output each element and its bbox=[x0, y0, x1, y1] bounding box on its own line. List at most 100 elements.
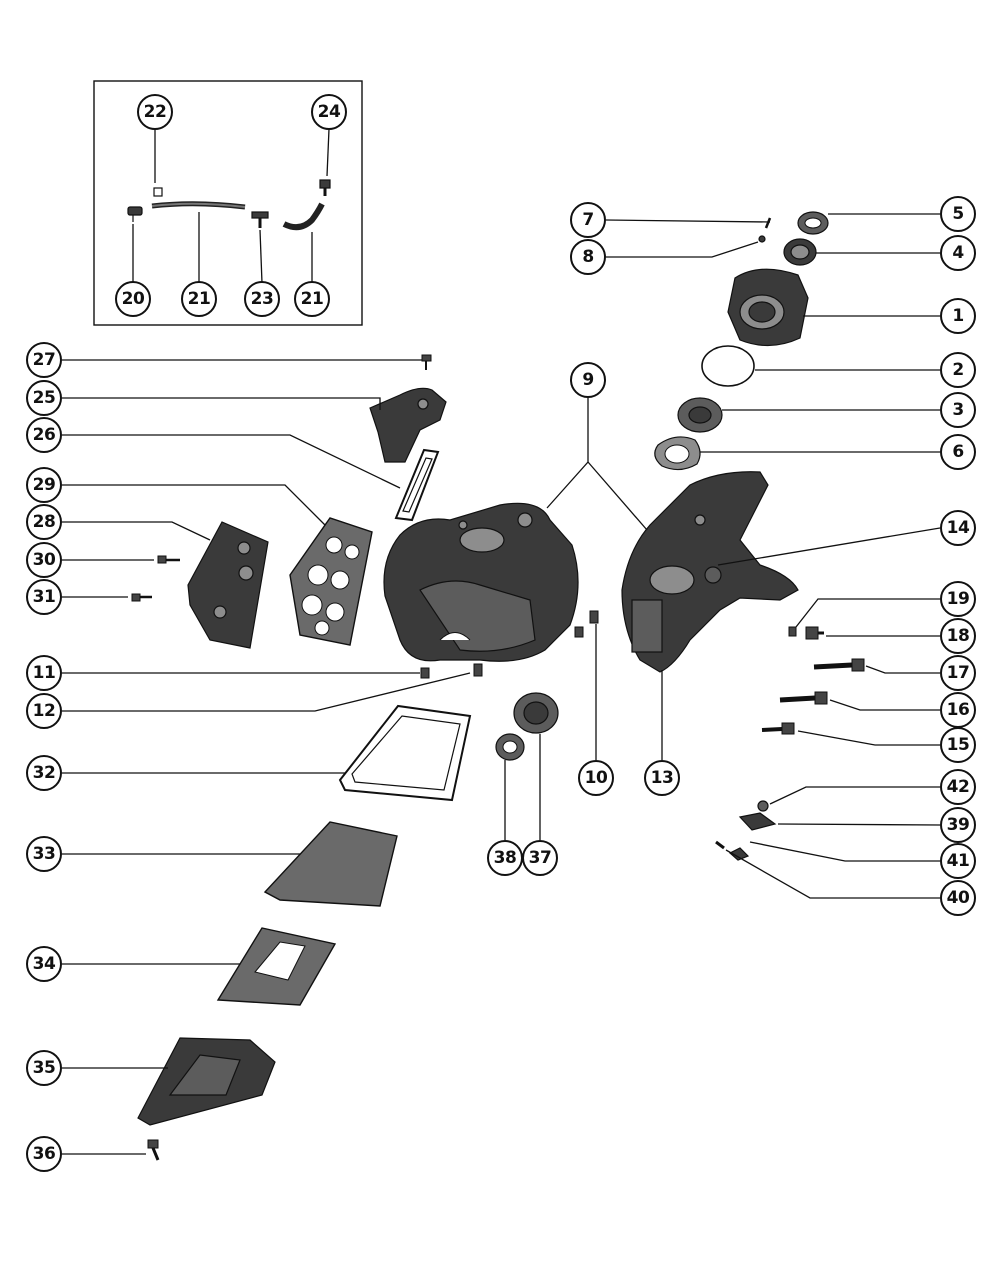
part-bolt-36 bbox=[147, 1139, 160, 1161]
callout-30-label: 30 bbox=[33, 550, 56, 570]
part-washer-19 bbox=[788, 626, 797, 637]
callout-7-label: 7 bbox=[582, 210, 593, 230]
callout-37: 37 bbox=[522, 840, 558, 876]
callout-28: 28 bbox=[26, 504, 62, 540]
callout-6: 6 bbox=[940, 434, 976, 470]
callout-19-label: 19 bbox=[947, 589, 970, 609]
callout-18-label: 18 bbox=[947, 626, 970, 646]
callout-5-label: 5 bbox=[952, 204, 963, 224]
callout-26: 26 bbox=[26, 417, 62, 453]
callout-13: 13 bbox=[644, 760, 680, 796]
callout-42: 42 bbox=[940, 769, 976, 805]
callout-26-label: 26 bbox=[33, 425, 56, 445]
part-bearing-4 bbox=[783, 238, 817, 266]
callout-35-label: 35 bbox=[33, 1058, 56, 1078]
callout-16-label: 16 bbox=[947, 700, 970, 720]
part-hose-clamp-22 bbox=[153, 187, 163, 197]
callout-34-label: 34 bbox=[33, 954, 56, 974]
part-bolt-16 bbox=[779, 691, 828, 705]
callout-14: 14 bbox=[940, 510, 976, 546]
part-tee-fitting-23 bbox=[251, 211, 269, 228]
callout-10: 10 bbox=[578, 760, 614, 796]
part-ball-bearing-3 bbox=[677, 397, 723, 433]
callout-12: 12 bbox=[26, 693, 62, 729]
part-screw-27 bbox=[421, 354, 432, 370]
part-screw-18 bbox=[805, 626, 824, 640]
part-plate-41 bbox=[728, 847, 750, 861]
part-fuel-hose-short bbox=[282, 202, 325, 231]
callout-23: 23 bbox=[244, 281, 280, 317]
part-o-ring-2 bbox=[701, 345, 755, 387]
callout-12-label: 12 bbox=[33, 701, 56, 721]
callout-21-right: 21 bbox=[294, 281, 330, 317]
callout-15: 15 bbox=[940, 727, 976, 763]
callout-14-label: 14 bbox=[947, 518, 970, 538]
callout-40: 40 bbox=[940, 880, 976, 916]
part-gasket-34 bbox=[216, 927, 337, 1006]
callout-31-label: 31 bbox=[33, 587, 56, 607]
callout-24-label: 24 bbox=[318, 102, 341, 122]
callout-6-label: 6 bbox=[952, 442, 963, 462]
part-hose-fitting-20 bbox=[127, 206, 143, 222]
part-pin-10 bbox=[574, 610, 599, 638]
callout-3: 3 bbox=[940, 392, 976, 428]
inset-frame bbox=[93, 80, 363, 326]
callout-27: 27 bbox=[26, 342, 62, 378]
callout-10-label: 10 bbox=[585, 768, 608, 788]
callout-37-label: 37 bbox=[529, 848, 552, 868]
callout-27-label: 27 bbox=[33, 350, 56, 370]
callout-25-label: 25 bbox=[33, 388, 56, 408]
callout-41: 41 bbox=[940, 843, 976, 879]
callout-9: 9 bbox=[570, 362, 606, 398]
callout-20: 20 bbox=[115, 281, 151, 317]
callout-21-left: 21 bbox=[181, 281, 217, 317]
callout-20-label: 20 bbox=[122, 289, 145, 309]
part-crankcase-cover-half bbox=[621, 471, 799, 673]
callout-8-label: 8 bbox=[582, 247, 593, 267]
part-bolt-17 bbox=[813, 658, 865, 672]
part-dowel-12 bbox=[473, 663, 483, 677]
part-cover-plate-28 bbox=[187, 521, 269, 649]
callout-32-label: 32 bbox=[33, 763, 56, 783]
callout-11: 11 bbox=[26, 655, 62, 691]
callout-17-label: 17 bbox=[947, 663, 970, 683]
callout-3-label: 3 bbox=[952, 400, 963, 420]
callout-24: 24 bbox=[311, 94, 347, 130]
callout-32: 32 bbox=[26, 755, 62, 791]
callout-22-label: 22 bbox=[144, 102, 167, 122]
callout-1: 1 bbox=[940, 298, 976, 334]
part-bracket-39 bbox=[738, 812, 777, 831]
callout-16: 16 bbox=[940, 692, 976, 728]
part-bracket-25 bbox=[369, 387, 447, 463]
callout-34: 34 bbox=[26, 946, 62, 982]
callout-9-label: 9 bbox=[582, 370, 593, 390]
part-washer-8 bbox=[758, 235, 766, 243]
callout-39: 39 bbox=[940, 807, 976, 843]
part-seal-5 bbox=[797, 211, 829, 235]
part-elbow-fitting-24 bbox=[319, 179, 331, 196]
callout-30: 30 bbox=[26, 542, 62, 578]
part-gasket-29 bbox=[289, 517, 373, 646]
callout-36: 36 bbox=[26, 1136, 62, 1172]
callout-38: 38 bbox=[487, 840, 523, 876]
callout-5: 5 bbox=[940, 196, 976, 232]
callout-15-label: 15 bbox=[947, 735, 970, 755]
callout-18: 18 bbox=[940, 618, 976, 654]
part-gasket-26 bbox=[394, 448, 440, 522]
callout-40-label: 40 bbox=[947, 888, 970, 908]
part-seal-37 bbox=[513, 692, 559, 734]
part-crankcase-cylinder-half bbox=[383, 502, 579, 662]
part-screw-40 bbox=[715, 840, 725, 850]
part-nut-42 bbox=[757, 800, 769, 812]
part-screw-30 bbox=[157, 555, 180, 564]
callout-22: 22 bbox=[137, 94, 173, 130]
part-bolt-15 bbox=[761, 722, 795, 735]
callout-4: 4 bbox=[940, 235, 976, 271]
part-screw-31 bbox=[131, 593, 152, 602]
callout-13-label: 13 bbox=[651, 768, 674, 788]
callout-25: 25 bbox=[26, 380, 62, 416]
callout-33-label: 33 bbox=[33, 844, 56, 864]
callout-31: 31 bbox=[26, 579, 62, 615]
callout-41-label: 41 bbox=[947, 851, 970, 871]
callout-29-label: 29 bbox=[33, 475, 56, 495]
